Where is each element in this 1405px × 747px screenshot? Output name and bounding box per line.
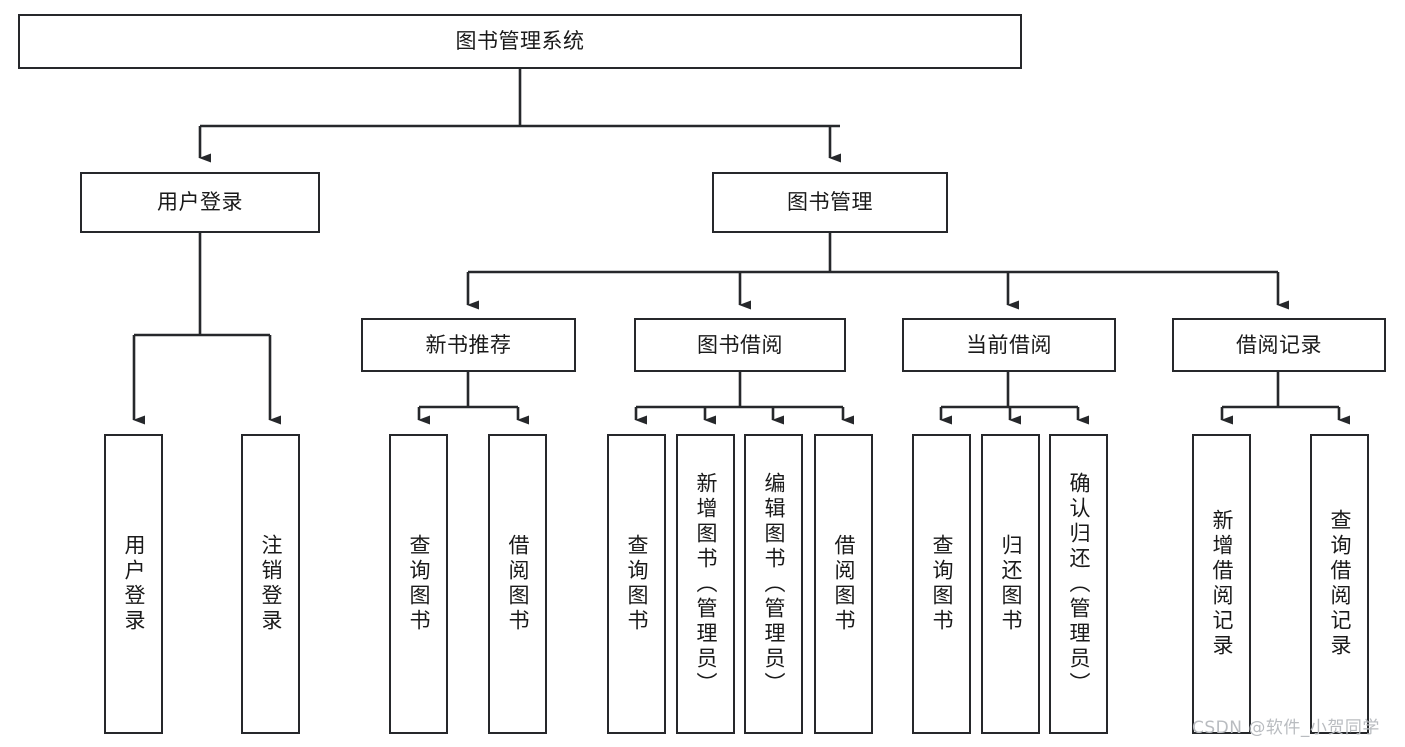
node-label: 图书管理: [787, 190, 873, 215]
node-new-book-recommend[interactable]: 新书推荐: [361, 318, 576, 372]
node-label: 借阅记录: [1236, 332, 1322, 357]
node-label: 确认归还（管理员）: [1067, 471, 1091, 697]
node-label: 查询图书: [930, 534, 954, 634]
node-label: 编辑图书（管理员）: [762, 471, 786, 697]
node-label: 图书管理系统: [455, 29, 585, 54]
node-leaf-logout[interactable]: 注销登录: [241, 434, 300, 734]
node-label: 图书借阅: [697, 332, 783, 357]
node-leaf-query-borrow-record[interactable]: 查询借阅记录: [1310, 434, 1369, 734]
node-book-borrow[interactable]: 图书借阅: [634, 318, 846, 372]
node-label: 新增借阅记录: [1210, 509, 1234, 659]
node-label: 用户登录: [157, 190, 243, 215]
node-label: 查询图书: [625, 534, 649, 634]
node-leaf-query-book-current[interactable]: 查询图书: [912, 434, 971, 734]
node-label: 新书推荐: [425, 332, 512, 357]
node-root-book-management-system[interactable]: 图书管理系统: [18, 14, 1022, 69]
node-label: 当前借阅: [966, 332, 1052, 357]
node-leaf-user-login[interactable]: 用户登录: [104, 434, 163, 734]
node-borrow-record[interactable]: 借阅记录: [1172, 318, 1386, 372]
node-label: 注销登录: [259, 534, 283, 634]
node-leaf-borrow-book-recommend[interactable]: 借阅图书: [488, 434, 547, 734]
node-label: 查询借阅记录: [1328, 509, 1352, 659]
node-current-borrow[interactable]: 当前借阅: [902, 318, 1116, 372]
node-label: 借阅图书: [506, 534, 530, 634]
node-label: 查询图书: [407, 534, 431, 634]
node-book-management[interactable]: 图书管理: [712, 172, 948, 233]
node-leaf-query-book-borrow[interactable]: 查询图书: [607, 434, 666, 734]
node-leaf-query-book-recommend[interactable]: 查询图书: [389, 434, 448, 734]
node-label: 归还图书: [999, 534, 1023, 634]
node-label: 借阅图书: [832, 534, 856, 634]
node-label: 新增图书（管理员）: [694, 471, 718, 697]
node-leaf-edit-book-admin[interactable]: 编辑图书（管理员）: [744, 434, 803, 734]
node-user-login[interactable]: 用户登录: [80, 172, 320, 233]
node-leaf-return-book[interactable]: 归还图书: [981, 434, 1040, 734]
node-leaf-add-borrow-record[interactable]: 新增借阅记录: [1192, 434, 1251, 734]
node-leaf-confirm-return-admin[interactable]: 确认归还（管理员）: [1049, 434, 1108, 734]
node-leaf-add-book-admin[interactable]: 新增图书（管理员）: [676, 434, 735, 734]
node-leaf-borrow-book[interactable]: 借阅图书: [814, 434, 873, 734]
node-label: 用户登录: [122, 534, 146, 634]
